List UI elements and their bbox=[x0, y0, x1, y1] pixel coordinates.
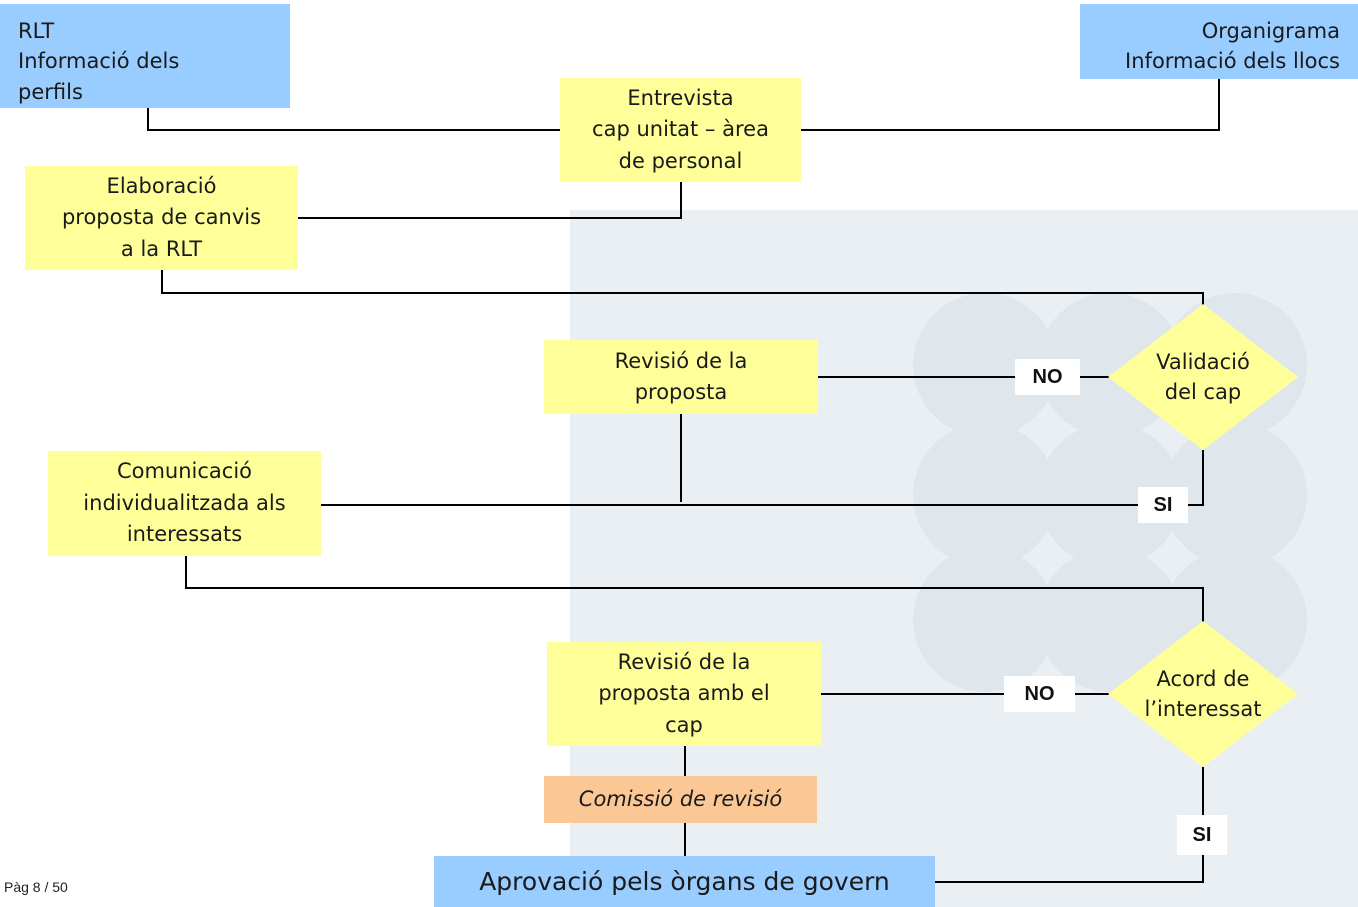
connector-elaboracio-validacio bbox=[161, 270, 1204, 305]
comunicacio-text: Comunicació individualitzada als interes… bbox=[83, 459, 286, 547]
diamond-shape bbox=[1108, 621, 1298, 767]
aprovacio-text: Aprovació pels òrgans de govern bbox=[479, 866, 890, 896]
connector-acord-si bbox=[935, 767, 1204, 883]
organigrama-info-text: Organigrama Informació dels llocs bbox=[1125, 19, 1340, 74]
revisio-amb-cap-text: Revisió de la proposta amb el cap bbox=[598, 649, 770, 737]
revisio-amb-cap-box: Revisió de la proposta amb el cap bbox=[547, 642, 821, 746]
connector-comunicacio-acord bbox=[185, 556, 1204, 622]
page-number: Pàg 8 / 50 bbox=[4, 879, 68, 895]
watermark-circle bbox=[913, 548, 1057, 692]
acord-diamond: Acord de l’interessat bbox=[1108, 621, 1298, 767]
connector-rlt-entrevista bbox=[147, 108, 560, 131]
validacio-no-label: NO bbox=[1015, 359, 1080, 395]
acord-no-label: NO bbox=[1004, 676, 1075, 712]
watermark-circle bbox=[1038, 423, 1182, 567]
aprovacio-box: Aprovació pels òrgans de govern bbox=[434, 856, 935, 907]
diamond-shape bbox=[1108, 304, 1298, 450]
connector-entrevista-elaboracio bbox=[298, 182, 682, 219]
comunicacio-box: Comunicació individualitzada als interes… bbox=[48, 451, 321, 556]
acord-text: Acord de l’interessat bbox=[1144, 666, 1262, 721]
entrevista-box: Entrevista cap unitat – àrea de personal bbox=[560, 78, 801, 182]
watermark-circle bbox=[913, 423, 1057, 567]
validacio-si-label: SI bbox=[1138, 487, 1188, 523]
rlt-info-text: RLT Informació dels perfils bbox=[18, 19, 180, 104]
acord-si-label: SI bbox=[1177, 815, 1227, 855]
revisio-proposta-box: Revisió de la proposta bbox=[544, 340, 818, 414]
watermark-circle bbox=[1038, 548, 1182, 692]
rlt-info-box: RLT Informació dels perfils bbox=[0, 4, 290, 108]
watermark-circle bbox=[1163, 423, 1307, 567]
comissio-box: Comissió de revisió bbox=[544, 776, 817, 823]
organigrama-info-box: Organigrama Informació dels llocs bbox=[1080, 4, 1358, 79]
elaboracio-text: Elaboració proposta de canvis a la RLT bbox=[61, 173, 262, 261]
watermark-circle bbox=[913, 293, 1057, 437]
revisio-proposta-text: Revisió de la proposta bbox=[614, 348, 748, 405]
validacio-text: Validació del cap bbox=[1156, 349, 1250, 404]
connector-organigrama-entrevista bbox=[801, 79, 1220, 131]
comissio-text: Comissió de revisió bbox=[578, 786, 783, 811]
validacio-diamond: Validació del cap bbox=[1108, 304, 1298, 450]
elaboracio-box: Elaboració proposta de canvis a la RLT bbox=[25, 166, 298, 270]
connector-validacio-si bbox=[321, 450, 1204, 506]
entrevista-text: Entrevista cap unitat – àrea de personal bbox=[592, 85, 769, 173]
